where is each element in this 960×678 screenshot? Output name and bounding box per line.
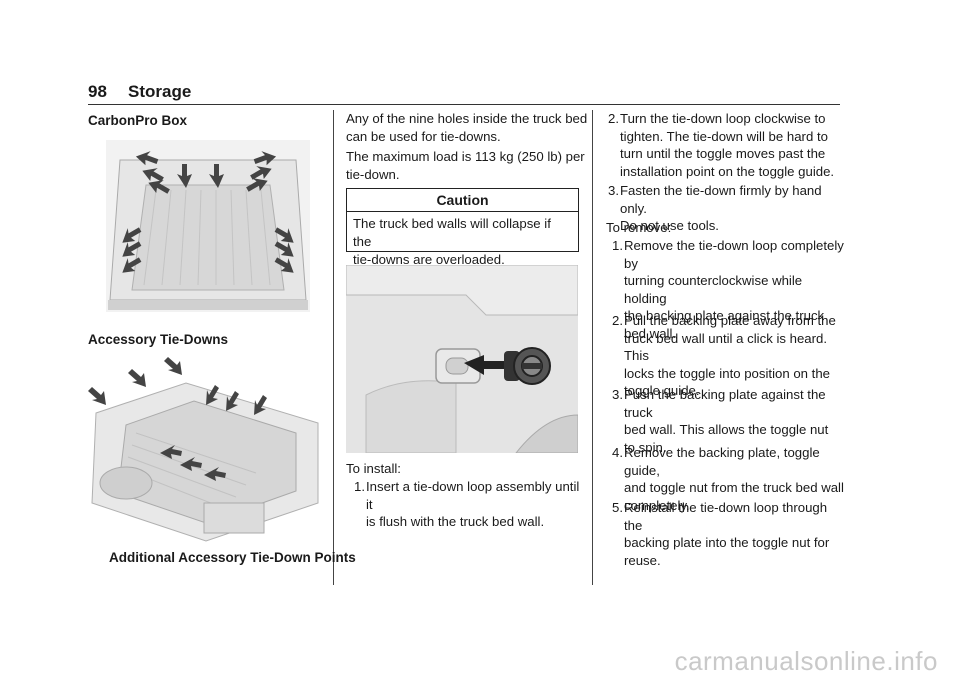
step-line: tighten. The tie-down will be hard to xyxy=(620,128,828,144)
install-label: To install: xyxy=(346,461,401,476)
max-load-line: The maximum load is 113 kg (250 lb) per xyxy=(346,149,585,164)
remove-label: To remove: xyxy=(606,220,672,235)
step-text: Reinstall the tie-down loop through the … xyxy=(624,499,848,569)
page-number: 98 xyxy=(88,82,107,101)
install-step-2: 2. Turn the tie-down loop clockwise to t… xyxy=(608,110,848,182)
column-divider-right xyxy=(592,110,593,585)
install-step-3: 3. Fasten the tie-down firmly by hand on… xyxy=(608,182,848,233)
tiedown-loop-figure xyxy=(346,265,578,453)
step-text: Insert a tie-down loop assembly until it… xyxy=(366,478,584,531)
max-load-paragraph: The maximum load is 113 kg (250 lb) per … xyxy=(346,148,585,183)
remove-step-4: 4. Remove the backing plate, toggle guid… xyxy=(612,444,848,513)
step-number: 2. xyxy=(612,313,623,328)
intro-line: Any of the nine holes inside the truck b… xyxy=(346,111,588,126)
step-number: 3. xyxy=(612,387,623,402)
page-header: 98 Storage xyxy=(88,82,840,105)
step-number: 3. xyxy=(608,183,619,198)
step-line: bed wall. This allows the toggle nut xyxy=(624,422,829,437)
step-text: Pull the backing plate away from the tru… xyxy=(624,312,848,400)
remove-step-1: 1. Remove the tie-down loop completely b… xyxy=(612,237,848,341)
watermark: carmanualsonline.info xyxy=(674,646,938,676)
step-line: toggle guide. xyxy=(624,383,700,398)
section-title: Storage xyxy=(128,82,192,101)
step-line: truck bed wall until a click is heard. T… xyxy=(624,330,828,364)
accessory-tiedowns-heading: Accessory Tie-Downs xyxy=(88,332,229,347)
caution-line: tie-downs are overloaded. xyxy=(353,252,505,267)
step-line: Insert a tie-down loop assembly until it xyxy=(366,479,580,512)
caution-title: Caution xyxy=(347,189,578,212)
step-line: locks the toggle into position on the xyxy=(624,365,831,381)
step-line: backing plate into the toggle nut for xyxy=(624,535,830,550)
step-line: turn until the toggle moves past the xyxy=(620,146,826,161)
step-line: is flush with the truck bed wall. xyxy=(366,514,545,529)
max-load-line: tie-down. xyxy=(346,166,400,182)
step-text: Remove the backing plate, toggle guide, … xyxy=(624,444,848,514)
step-line: Do not use tools. xyxy=(620,218,719,233)
carbonpro-heading: CarbonPro Box xyxy=(88,113,188,128)
step-text: Push the backing plate against the truck… xyxy=(624,386,848,456)
step-line: Remove the backing plate, toggle guide, xyxy=(624,445,820,478)
accessory-bed-figure xyxy=(88,357,319,542)
column-divider-left xyxy=(333,110,334,585)
install-step-1: 1. Insert a tie-down loop assembly until… xyxy=(354,478,584,529)
step-text: Fasten the tie-down firmly by hand only.… xyxy=(620,182,848,235)
step-line: reuse. xyxy=(624,552,661,568)
remove-step-5: 5. Reinstall the tie-down loop through t… xyxy=(612,499,848,568)
step-line: Push the backing plate against the truck xyxy=(624,387,826,420)
caution-text: The truck bed walls will collapse if the… xyxy=(347,212,578,272)
page-footer: carmanualsonline.info xyxy=(0,640,960,678)
intro-paragraph: Any of the nine holes inside the truck b… xyxy=(346,110,587,145)
step-line: and toggle nut from the truck bed wall xyxy=(624,480,844,495)
step-number: 4. xyxy=(612,445,623,460)
step-line: Reinstall the tie-down loop through the xyxy=(624,500,828,533)
step-line: to spin. xyxy=(624,439,667,455)
step-number: 5. xyxy=(612,500,623,515)
step-line: installation point on the toggle guide. xyxy=(620,163,835,179)
step-line: Remove the tie-down loop completely by xyxy=(624,238,844,271)
step-text: Turn the tie-down loop clockwise to tigh… xyxy=(620,110,834,180)
step-line: turning counterclockwise while holding xyxy=(624,273,803,306)
step-line: Pull the backing plate away from the xyxy=(624,313,836,328)
step-line: Turn the tie-down loop clockwise to xyxy=(620,111,826,126)
step-number: 2. xyxy=(608,111,619,126)
step-number: 1. xyxy=(612,238,623,253)
step-number: 1. xyxy=(354,479,365,494)
figure-caption: Additional Accessory Tie-Down Points xyxy=(109,550,356,565)
remove-step-2: 2. Pull the backing plate away from the … xyxy=(612,312,848,398)
step-line: bed wall. xyxy=(624,325,677,341)
caution-box: Caution The truck bed walls will collaps… xyxy=(346,188,579,267)
step-line: Fasten the tie-down firmly by hand only. xyxy=(620,183,822,216)
step-line: the backing plate against the truck xyxy=(624,308,825,323)
step-text: Remove the tie-down loop completely by t… xyxy=(624,237,848,342)
carbonpro-bed-figure xyxy=(106,140,310,312)
caution-line: The truck bed walls will collapse if the xyxy=(353,216,551,249)
step-line: completely. xyxy=(624,497,690,513)
intro-line: can be used for tie-downs. xyxy=(346,128,501,144)
remove-step-3: 3. Push the backing plate against the tr… xyxy=(612,386,848,455)
